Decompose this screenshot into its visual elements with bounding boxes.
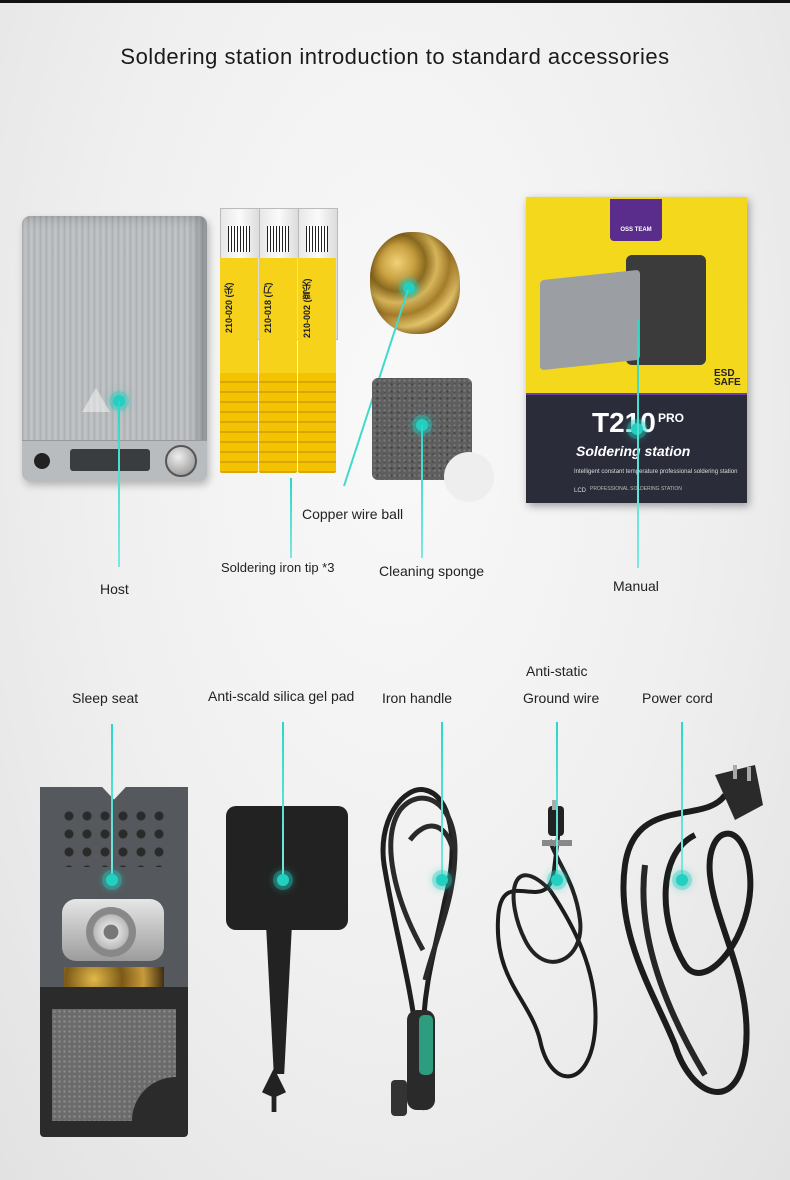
tip-series-text: 210-002 (弯尖)	[302, 278, 312, 338]
label-anti-scald-pad: Anti-scald silica gel pad	[208, 688, 355, 704]
manual-lcd: LCD	[574, 488, 587, 494]
host-front-panel	[22, 440, 207, 481]
callout-line-host	[118, 401, 120, 567]
label-copper-wire-ball: Copper wire ball	[302, 506, 404, 522]
sleep-seat-image	[40, 787, 188, 1137]
callout-dot-pad	[277, 874, 289, 886]
label-soldering-tip: Soldering iron tip *3	[221, 560, 335, 575]
manual-model: T210	[592, 407, 656, 438]
callout-dot-seat	[106, 874, 118, 886]
esd-safe-mark: ESD SAFE	[714, 368, 741, 388]
sponge-cutout	[444, 452, 494, 502]
callout-dot-handle	[436, 874, 448, 886]
label-sleep-seat: Sleep seat	[72, 690, 139, 706]
label-manual: Manual	[613, 578, 659, 594]
callout-dot-copper	[403, 282, 415, 294]
tip-yellow-sleeve	[220, 373, 258, 473]
tip-label-bg	[220, 258, 258, 378]
callout-line-sponge	[421, 425, 423, 558]
seat-vent-holes	[60, 807, 170, 867]
pad-top	[226, 806, 348, 930]
power-cord-image	[620, 765, 763, 1095]
soldering-tip-pack: 210-018 (刀)	[259, 208, 299, 473]
brand-logo-icon	[610, 199, 662, 241]
manual-professional: PROFESSIONAL SOLDERING STATION	[590, 486, 682, 492]
label-host: Host	[100, 581, 129, 597]
seat-holder-ring	[86, 907, 136, 957]
tip-yellow-sleeve	[259, 373, 297, 473]
callout-dot-power	[676, 874, 688, 886]
label-ground-wire-line2: Ground wire	[523, 690, 600, 706]
power-button-icon	[34, 453, 50, 469]
callout-line-manual	[637, 320, 639, 568]
soldering-tip-pack: 210-020 (尖)	[220, 208, 260, 473]
callout-line-pad	[282, 722, 284, 874]
tip-label-bg	[298, 258, 336, 378]
host-display	[70, 449, 150, 471]
soldering-tip-pack: 210-002 (弯尖)	[298, 208, 338, 473]
ground-wire-image	[495, 800, 598, 1079]
page-title: Soldering station introduction to standa…	[120, 44, 670, 69]
label-iron-handle: Iron handle	[382, 690, 453, 706]
manual-brand: OSS TEAM	[620, 227, 652, 233]
manual-booklet-image: OSS TEAM ESD SAFE T210 PRO Soldering sta…	[526, 197, 747, 503]
top-border	[0, 0, 790, 3]
pad-stem	[266, 924, 292, 1074]
manual-cover-bottom	[526, 395, 747, 503]
host-unit-image	[22, 216, 207, 481]
manual-device-photo	[540, 269, 640, 371]
callout-line-tips	[290, 478, 292, 558]
copper-wire-ball-image	[370, 232, 460, 334]
iron-handle-image	[380, 787, 458, 1116]
callout-dot-ground	[551, 874, 563, 886]
label-power-cord: Power cord	[642, 690, 713, 706]
tip-series-text: 210-018 (刀)	[263, 282, 273, 334]
callout-line-ground	[556, 722, 558, 874]
label-ground-wire-line1: Anti-static	[526, 663, 588, 679]
barcode-icon	[267, 226, 289, 252]
callout-line-seat	[111, 724, 113, 874]
silica-pad-image	[226, 806, 348, 1121]
barcode-icon	[306, 226, 328, 252]
callout-line-handle	[441, 722, 443, 874]
barcode-icon	[228, 226, 250, 252]
tip-label-bg	[259, 258, 297, 378]
callout-line-power	[681, 722, 683, 874]
label-cleaning-sponge: Cleaning sponge	[379, 563, 485, 579]
warning-icon	[82, 388, 110, 412]
tip-series-text: 210-020 (尖)	[224, 282, 234, 334]
knob-icon	[165, 445, 197, 477]
pad-end	[262, 1068, 286, 1112]
manual-model-suffix: PRO	[658, 411, 685, 425]
manual-description: Intelligent constant temperature profess…	[574, 469, 738, 475]
tip-yellow-sleeve	[298, 373, 336, 473]
manual-subtitle: Soldering station	[576, 443, 691, 459]
